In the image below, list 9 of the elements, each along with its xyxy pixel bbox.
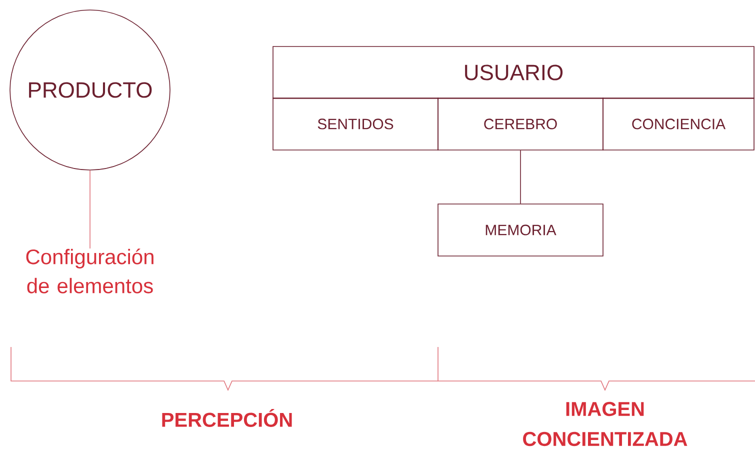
label-box: CONCIENCIA bbox=[602, 98, 754, 150]
label-box: CEREBRO bbox=[438, 98, 604, 150]
caption-text: Configuración de elementos bbox=[26, 248, 154, 294]
label-box: USUARIO bbox=[272, 46, 754, 99]
section-label: PERCEPCIÓN bbox=[162, 409, 292, 427]
connector-line bbox=[520, 150, 521, 204]
label-box: SENTIDOS bbox=[272, 98, 438, 150]
label-box: MEMORIA bbox=[438, 204, 604, 256]
section-label: IMAGEN CONCIENTIZADA bbox=[523, 402, 688, 446]
